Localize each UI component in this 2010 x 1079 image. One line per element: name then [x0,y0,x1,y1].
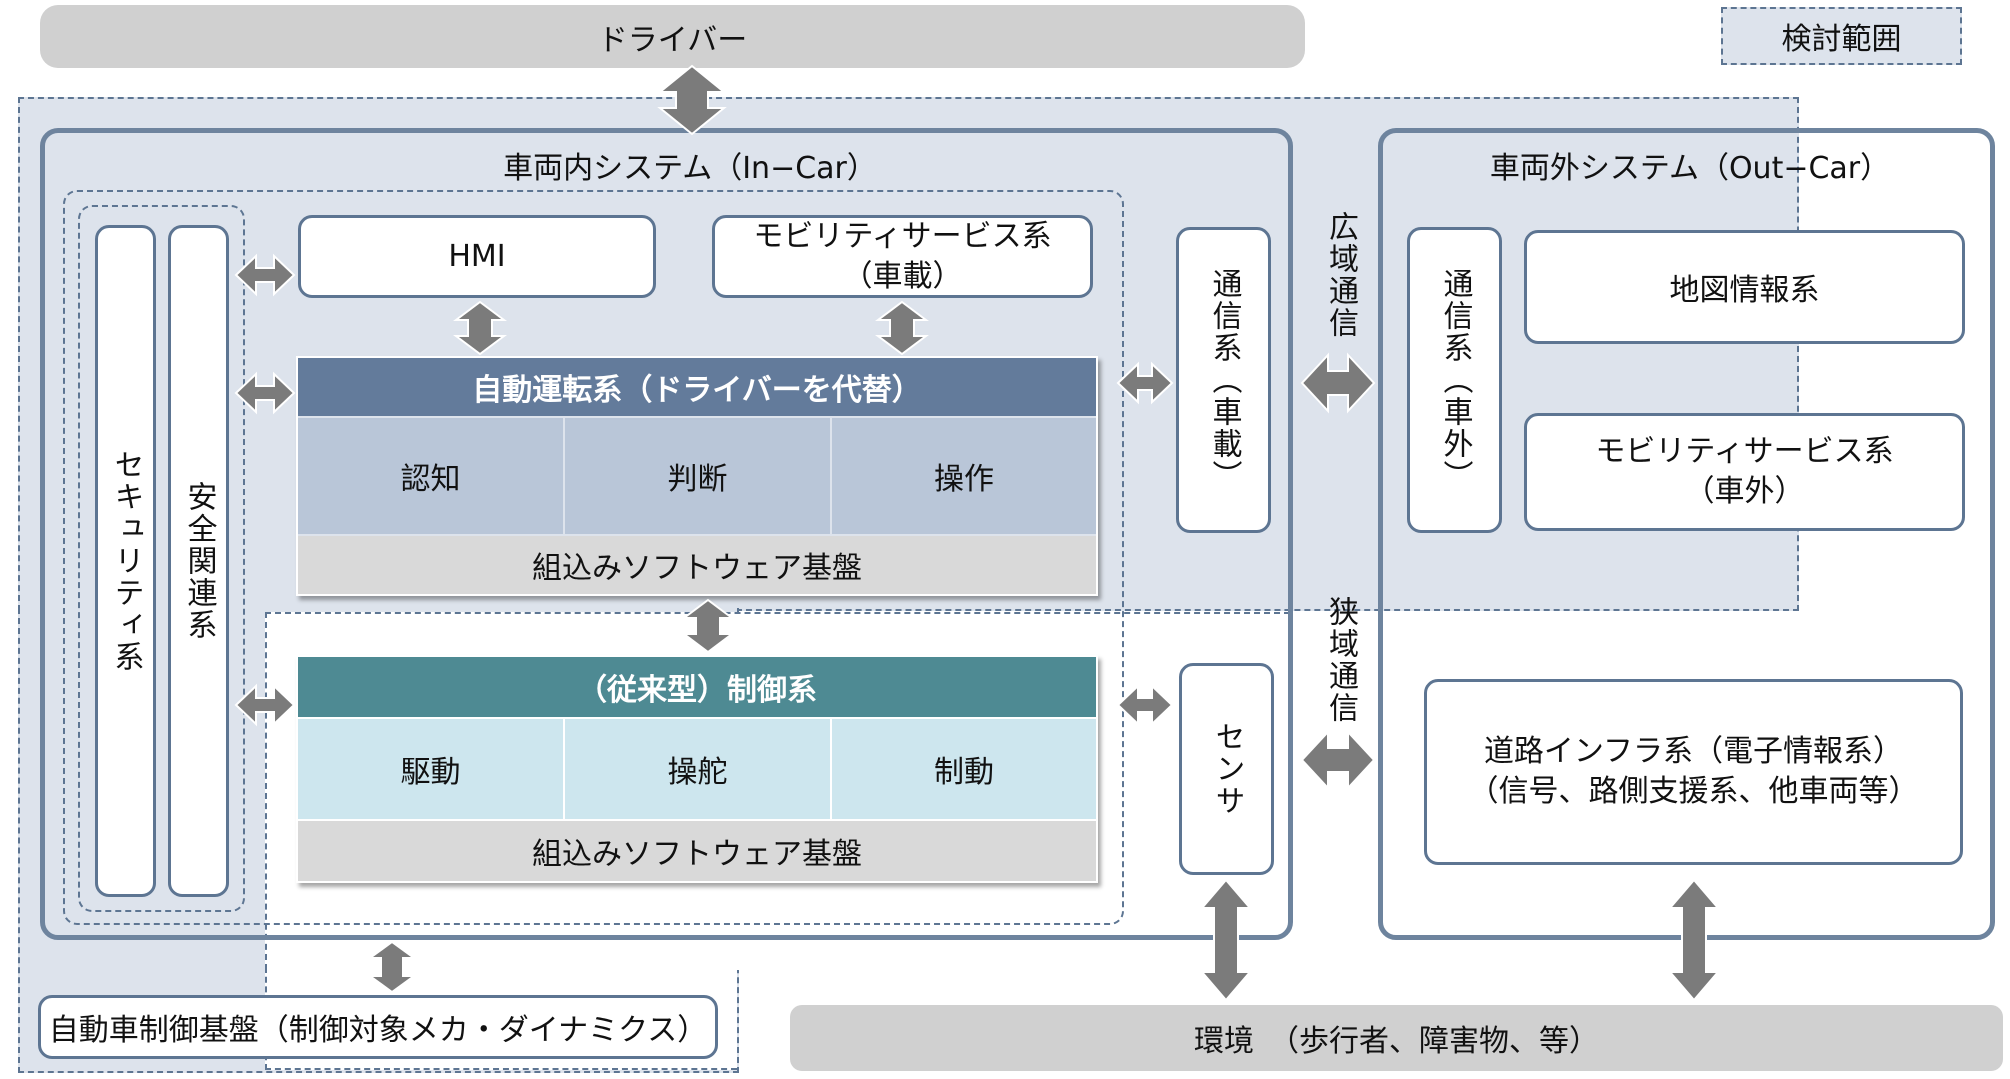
scope-legend-label: 検討範囲 [1781,22,1902,57]
cell-judgment: 判断 [565,418,830,534]
autonomous-header-label: 自動運転系（ドライバーを代替） [472,373,922,408]
scope-legend: 検討範囲 [1721,7,1962,65]
in-car-title: 車両内システム（In−Car） [503,151,877,186]
map-info-box: 地図情報系 [1524,230,1965,344]
control-header-label: （従来型）制御系 [577,673,817,708]
recognition-label: 認知 [400,462,461,497]
autonomous-base: 組込みソフトウェア基盤 [298,536,1096,594]
arrow-narrow-comm [1300,729,1376,791]
control-base-label: 組込みソフトウェア基盤 [532,837,862,872]
environment-bar: 環境 （歩行者、障害物、等） [790,1005,2003,1071]
arrow-mobility-auto [875,300,929,356]
wide-area-comm: 広域通信 [1315,200,1365,350]
wide-area-comm-label: 広域通信 [1323,211,1358,339]
autonomous-driving-block: 自動運転系（ドライバーを代替） 認知 判断 操作 組込みソフトウェア基盤 [296,356,1098,596]
in-car-inner-group [63,190,1124,925]
narrow-area-comm: 狭域通信 [1315,585,1365,735]
mobility-service-out-car: モビリティサービス系 （車外） [1524,413,1965,531]
cell-recognition: 認知 [298,418,563,534]
arrow-auto-control [681,598,735,654]
comm-in-car-label: 通信系（車載） [1206,268,1242,492]
road-infra-line1: 道路インフラ系（電子情報系） [1483,734,1904,769]
mobility-out-car-line1: モビリティサービス系 [1595,434,1894,469]
arrow-safety-hmi [234,253,296,297]
mobility-in-car-line2: （車載） [842,258,963,294]
braking-label: 制動 [934,755,994,790]
road-infra-line2: （信号、路側支援系、他車両等） [1468,774,1919,809]
vehicle-control-platform: 自動車制御基盤（制御対象メカ・ダイナミクス） [38,995,718,1059]
security-column: セキュリティ系 [95,225,156,897]
arrow-infra-env [1667,878,1721,1002]
control-base: 組込みソフトウェア基盤 [298,821,1096,881]
arrow-incar-platform [366,940,418,994]
autonomous-header: 自動運転系（ドライバーを代替） [298,358,1096,416]
driver-label: ドライバー [597,22,748,58]
out-car-title: 車両外システム（Out−Car） [1489,151,1891,186]
arrow-sensor-env [1199,878,1253,1002]
safety-label: 安全関連系 [181,481,217,641]
cell-operation: 操作 [832,418,1096,534]
arrow-control-sensor [1116,683,1174,727]
platform-label: 自動車制御基盤（制御対象メカ・ダイナミクス） [48,1013,708,1048]
cell-steering: 操舵 [565,719,830,819]
comm-out-car-label: 通信系（車外） [1437,268,1473,492]
arrow-auto-comm [1116,361,1174,405]
control-system-block: （従来型）制御系 駆動 操舵 制動 組込みソフトウェア基盤 [296,655,1098,883]
arrow-safety-control [234,683,296,727]
sensor-label: センサ [1209,721,1245,817]
comm-out-car: 通信系（車外） [1407,227,1502,533]
drive-label: 駆動 [400,755,461,790]
driver-bar: ドライバー [40,5,1305,68]
operation-label: 操作 [934,462,994,497]
steering-label: 操舵 [667,755,728,790]
mobility-service-in-car: モビリティサービス系 （車載） [712,215,1093,298]
safety-security-group [78,205,245,912]
cell-braking: 制動 [832,719,1096,819]
map-info-label: 地図情報系 [1669,273,1820,308]
cell-drive: 駆動 [298,719,563,819]
arrow-wide-comm [1300,352,1376,414]
judgment-label: 判断 [667,462,728,497]
control-header: （従来型）制御系 [298,657,1096,717]
autonomous-base-label: 組込みソフトウェア基盤 [532,551,862,586]
arrow-driver [657,64,727,136]
hmi-label: HMI [448,239,506,274]
road-infra-box: 道路インフラ系（電子情報系） （信号、路側支援系、他車両等） [1424,679,1963,865]
hmi-box: HMI [298,215,656,298]
arrow-safety-auto [234,371,296,415]
environment-label: 環境 （歩行者、障害物、等） [1194,1024,1599,1059]
comm-in-car: 通信系（車載） [1176,227,1271,533]
in-car-system [40,128,1293,940]
security-label: セキュリティ系 [108,449,144,673]
sensor-box: センサ [1179,663,1274,875]
mobility-out-car-line2: （車外） [1684,474,1805,509]
arrow-hmi-auto [453,300,507,356]
safety-column: 安全関連系 [168,225,229,897]
mobility-in-car-line1: モビリティサービス系 [753,218,1052,254]
narrow-area-comm-label: 狭域通信 [1323,596,1358,724]
